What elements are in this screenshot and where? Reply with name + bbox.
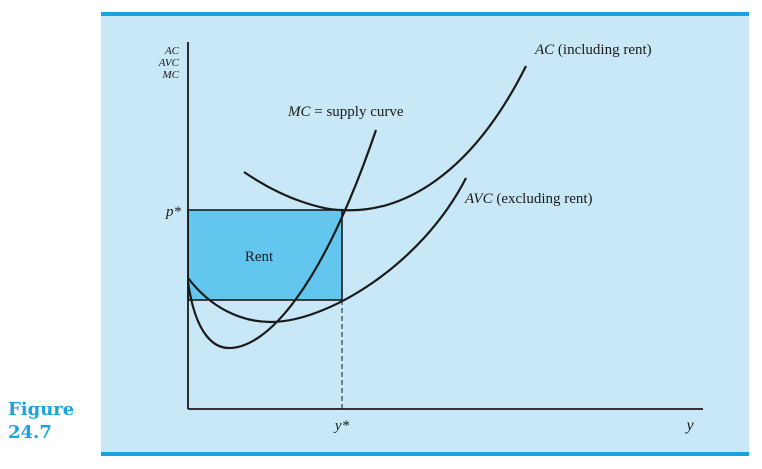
x-axis-label: y [684,417,694,434]
mc-note: = supply curve [311,104,404,120]
mc-curve-label: MC = supply curve [287,104,404,120]
cost-curves-diagram: AC AVC MC p* y* y AC (including rent) AV… [158,42,703,434]
figure-panel: AC AVC MC p* y* y AC (including rent) AV… [101,12,749,456]
y-axis-label-ac: AC [164,45,180,57]
avc-curve-label: AVC (excluding rent) [464,191,593,207]
mc-name: MC [287,104,311,120]
ac-curve [243,65,527,212]
avc-curve [187,177,467,324]
ac-curve-label: AC (including rent) [534,42,652,58]
figure-caption: Figure 24.7 [8,398,88,444]
y-axis-label-mc: MC [162,69,180,81]
avc-name: AVC [464,191,494,207]
figure-number: 24.7 [8,422,52,443]
avc-note: (excluding rent) [493,191,593,207]
ac-name: AC [534,42,555,58]
rent-area [187,209,343,301]
figure-word: Figure [8,399,75,420]
mc-curve [186,129,378,350]
y-star-label: y* [333,418,350,434]
rent-label: Rent [245,249,274,265]
y-axis-label-avc: AVC [158,57,180,69]
ac-note: (including rent) [554,42,651,58]
p-star-label: p* [165,204,182,220]
